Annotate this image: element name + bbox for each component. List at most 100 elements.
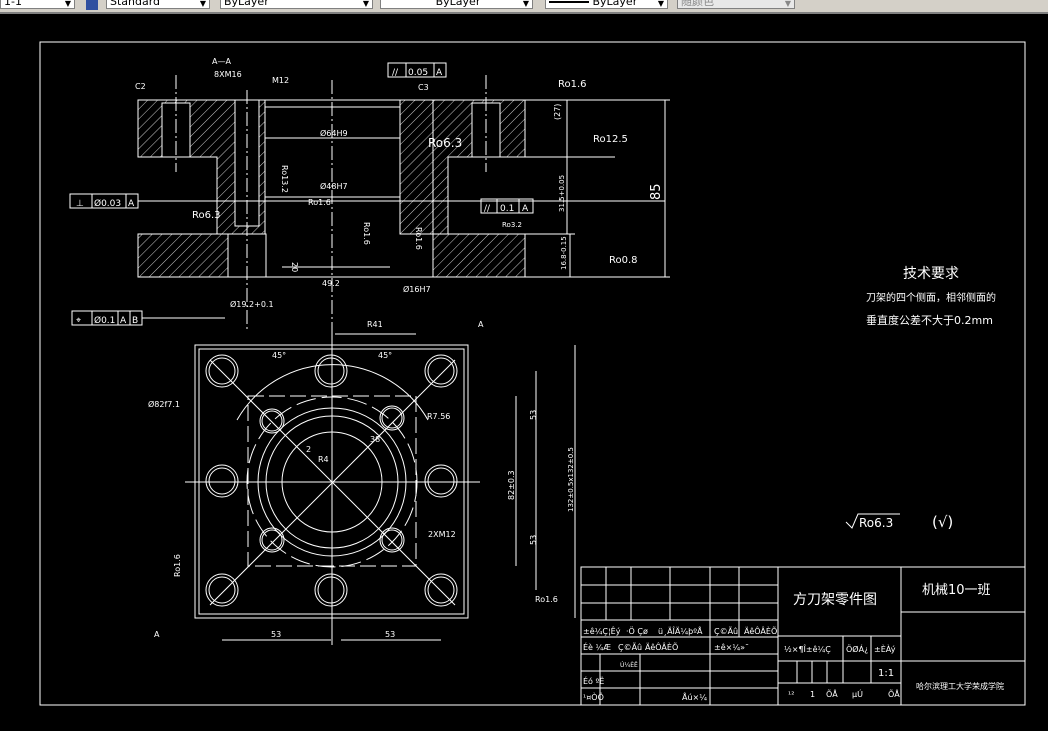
bolt-hole — [314, 573, 348, 607]
dim-text: 82±0.3 — [507, 470, 516, 500]
textstyle-combo[interactable]: Standard ▼ — [106, 0, 210, 9]
dim-text: 2 — [306, 445, 311, 454]
dim-text: 85 — [649, 183, 664, 200]
color-combo[interactable]: ByLayer ▼ — [220, 0, 373, 9]
roughness-note-bracket: (√) — [932, 513, 953, 531]
tech-req-title: 技术要求 — [903, 266, 959, 282]
bolt-hole-inner — [208, 357, 236, 385]
dim-text: Ø82f7.1 — [148, 399, 180, 409]
dim-text: 53 — [529, 410, 538, 420]
tb-cell: Ç©Ãû — [714, 626, 738, 636]
roughness-text: Ro6.3 — [428, 136, 462, 150]
bolt-hole-inner — [317, 357, 345, 385]
dim-text: (27) — [553, 104, 562, 120]
tb-cell: 1 — [810, 690, 815, 699]
tapped-hole — [259, 527, 285, 553]
section-label: A—A — [212, 57, 231, 66]
tapped-hole — [379, 405, 405, 431]
tb-cell: ±ê¼Ç¦Êý — [583, 625, 621, 636]
roughness-text: Ro0.8 — [609, 255, 638, 266]
layer-combo[interactable]: 1-1▼ — [0, 0, 75, 9]
tb-cell: ±ÈÀý — [874, 643, 896, 654]
tapped-hole — [259, 408, 285, 434]
tol-symbol: // — [392, 68, 399, 78]
line-sample — [549, 1, 589, 3]
roughness-text: Ro1.6 — [414, 227, 423, 250]
title-block — [580, 566, 1026, 706]
tb-cell: Éè ¼Æ — [583, 641, 611, 652]
angle-text: 45° — [272, 351, 286, 360]
bolt-hole-inner — [427, 357, 455, 385]
bolt-hole-inner — [317, 576, 345, 604]
dim-text: 31.5+0.05 — [558, 175, 566, 212]
properties-toolbar: 1-1▼ Standard▼ ByLayer▼ ByLayer▼ ByLayer… — [0, 0, 1048, 14]
chevron-down-icon: ▼ — [784, 0, 791, 8]
school-name: 哈尔滨理工大学荣成学院 — [916, 681, 1004, 691]
bolt-hole — [314, 354, 348, 388]
tb-cell: ¹¤ÒÕ — [583, 691, 604, 702]
lineweight-combo[interactable]: ByLayer▼ — [545, 0, 668, 9]
layer-value: 1-1 — [4, 0, 22, 8]
dim-text: C3 — [418, 83, 429, 92]
dim-text: Ø19.2+0.1 — [230, 299, 274, 309]
dim-text: 8XM16 — [214, 70, 242, 79]
drawing-name: 方刀架零件图 — [793, 592, 877, 608]
tb-cell: ½×¶Î±ê¼Ç — [784, 643, 831, 654]
tol-datum: A — [128, 199, 135, 209]
bolt-hole — [424, 464, 458, 498]
tb-cell: ÖØÁ¿ — [846, 643, 868, 654]
tol-value: 0.05 — [408, 68, 428, 78]
textstyle-value: Standard — [110, 0, 161, 8]
tapped-hole-inner — [261, 529, 283, 551]
roughness-text: Ro1.6 — [362, 222, 371, 245]
drawing-border — [39, 41, 1026, 706]
tol-value: 0.1 — [500, 204, 514, 214]
tech-req-line1: 刀架的四个侧面，相邻侧面的 — [866, 291, 996, 304]
dim-text: M12 — [272, 76, 289, 85]
tb-cell: µÚ — [852, 688, 863, 699]
tapped-hole — [379, 527, 405, 553]
tol-datum: A — [436, 68, 443, 78]
color-value: ByLayer — [224, 0, 269, 8]
tapped-hole-inner — [381, 529, 403, 551]
tb-cell: Ú¼ÈË — [620, 661, 638, 669]
dim-text: Ø64H9 — [320, 128, 348, 138]
dim-text: R4 — [318, 455, 329, 464]
class-name: 机械10一班 — [922, 583, 991, 598]
plotstyle-combo: 随颜色▼ — [677, 0, 795, 9]
bolt-hole — [205, 573, 239, 607]
bolt-hole — [205, 354, 239, 388]
tol-symbol: ⌖ — [76, 316, 81, 326]
dim-text: 132±0.5x132±0.5 — [567, 447, 575, 512]
chevron-down-icon: ▼ — [522, 0, 529, 8]
angle-text: 45° — [378, 351, 392, 360]
scale-value: 1:1 — [878, 668, 894, 679]
tb-cell: Åú×¼ — [682, 691, 707, 702]
tapped-hole-inner — [381, 407, 403, 429]
tol-symbol: // — [484, 204, 491, 214]
roughness-text: Ro6.3 — [192, 210, 221, 221]
text-style-icon[interactable] — [86, 0, 98, 10]
tapped-hole-inner — [261, 410, 283, 432]
linetype-combo[interactable]: ByLayer▼ — [380, 0, 533, 9]
tb-cell: ü¸ÄÎÄ¼þºÅ — [658, 625, 703, 636]
roughness-text: Ro1.6 — [308, 198, 331, 207]
bolt-hole — [205, 464, 239, 498]
chevron-down-icon: ▼ — [199, 0, 206, 8]
bolt-hole — [424, 573, 458, 607]
roughness-text: Ro1.6 — [173, 554, 182, 577]
roughness-symbol-icon — [845, 513, 900, 529]
bolt-hole-inner — [208, 576, 236, 604]
tb-cell: Ç©Ãû — [618, 642, 642, 652]
roughness-text: Ro12.5 — [593, 134, 628, 145]
drawing-canvas[interactable]: A—A 8XM16 M12 C2 C3 Ø64H9 Ø48H7 Ro13.2 R… — [0, 14, 1048, 731]
tol-datum: A — [120, 316, 127, 326]
section-mark: A — [478, 320, 484, 329]
dim-text: R41 — [367, 320, 383, 329]
roughness-text: Ro1.6 — [535, 595, 558, 604]
tb-cell: ÕÅ — [888, 688, 900, 699]
tolerance-frames — [69, 62, 665, 326]
tol-value: Ø0.03 — [94, 198, 121, 209]
dim-text: 53 — [529, 535, 538, 545]
chevron-down-icon: ▼ — [362, 0, 369, 8]
